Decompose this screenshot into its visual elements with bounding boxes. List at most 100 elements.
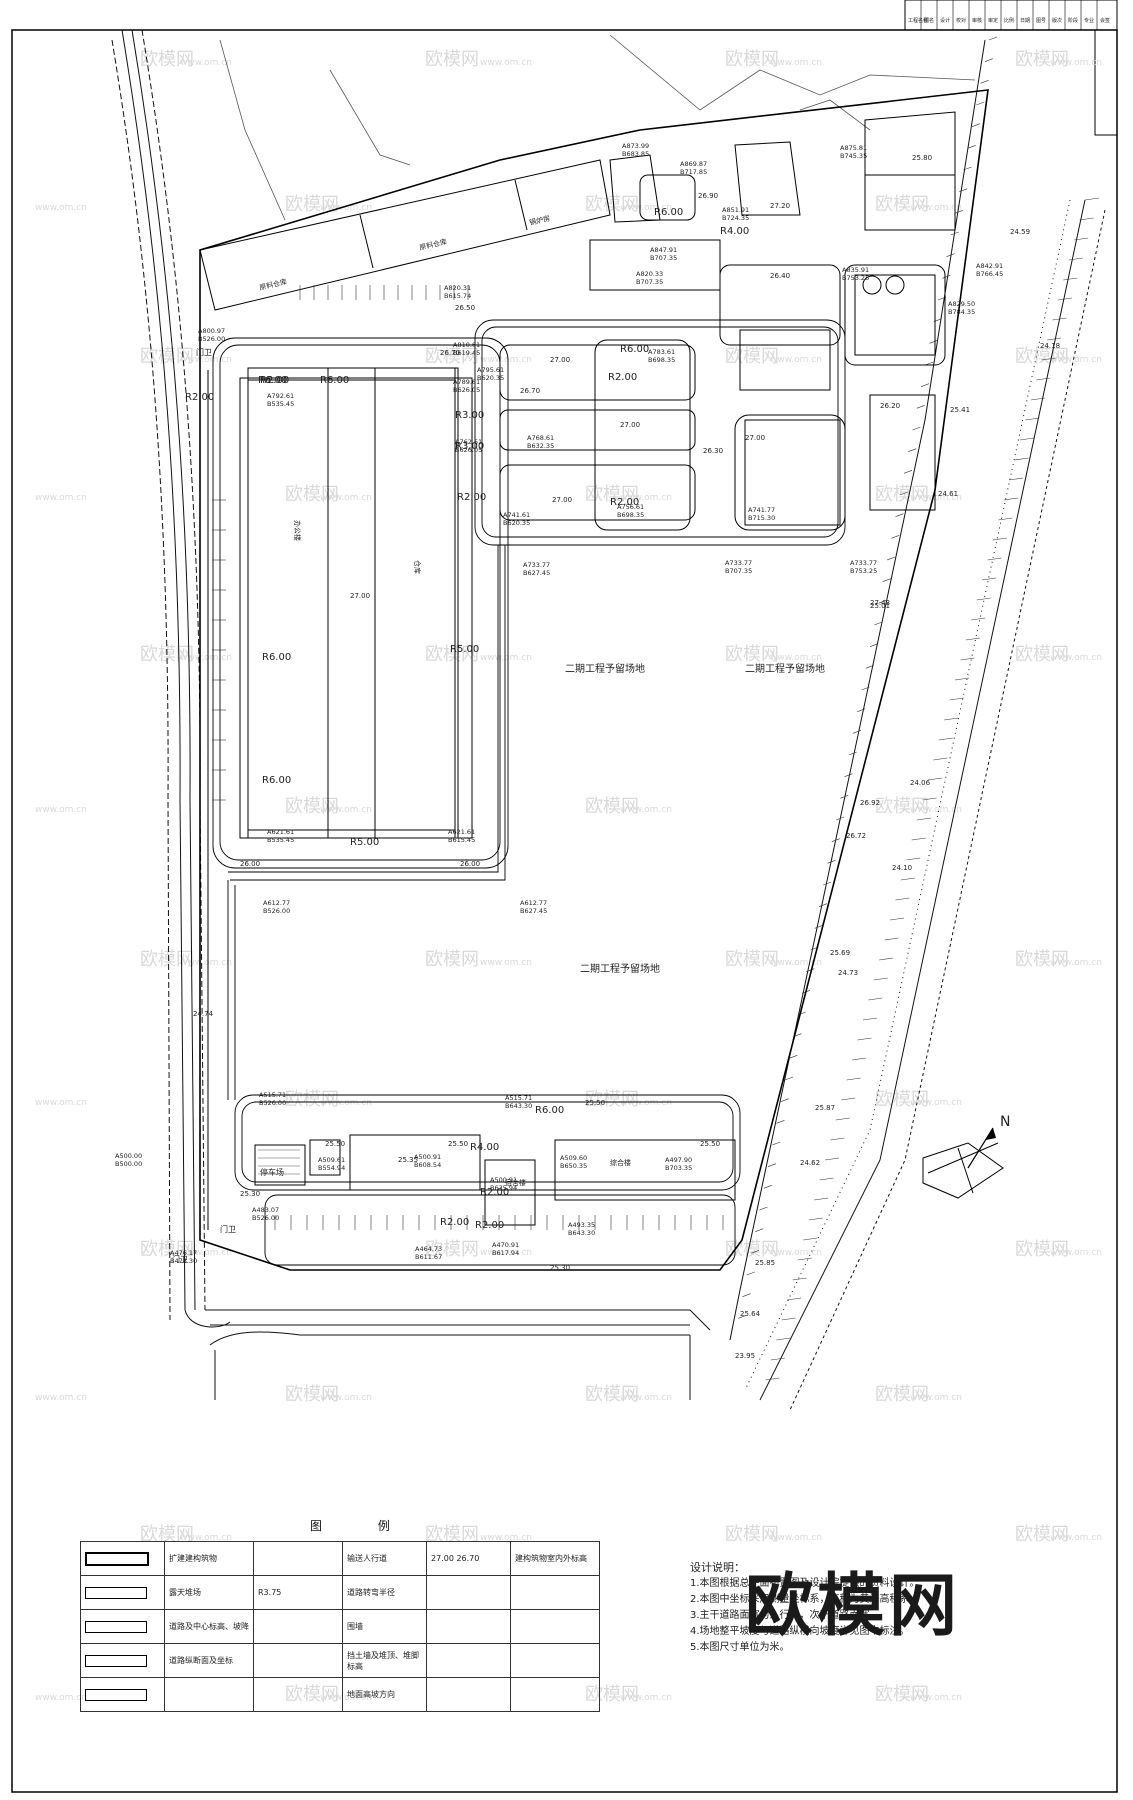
hatch-mark — [906, 857, 921, 861]
elevation-label: 24.62 — [800, 1159, 820, 1167]
watermark-text: 欧模网 — [425, 1524, 479, 1545]
hatch-mark — [980, 80, 989, 84]
hatch-mark — [889, 917, 905, 921]
note-item: 4.场地整平坡度与道路纵横向坡度详见图中标注。 — [690, 1626, 910, 1637]
hatch-mark — [797, 1011, 806, 1016]
legend-label — [510, 1609, 600, 1644]
hatch-mark — [1052, 317, 1067, 321]
coordinate-a: A795.61 — [477, 366, 504, 374]
title-block-cell: 审定 — [988, 17, 998, 24]
hatch-mark — [787, 1297, 802, 1301]
hatch-mark — [824, 1157, 840, 1161]
watermark-url: www.om.cn — [910, 1098, 962, 1108]
coordinate-a: A483.07 — [252, 1206, 279, 1214]
hatch-mark — [927, 777, 942, 781]
radius-label: R6.00 — [620, 344, 649, 355]
coordinate-b: B615.45 — [448, 836, 475, 844]
elevation-label: 23.95 — [735, 1352, 755, 1360]
hatch-mark — [895, 513, 904, 517]
hatch-mark — [908, 448, 917, 452]
bottom-buildings — [254, 1134, 736, 1226]
hatch-mark — [900, 877, 915, 881]
elevation-label: 26.30 — [703, 447, 723, 455]
watermark-text: 欧模网 — [585, 1384, 639, 1405]
legend-row: 道路纵断面及坐标挡土墙及堆顶、堆脚标高 — [80, 1643, 600, 1678]
watermark-url: www.om.cn — [35, 493, 87, 503]
legend-label — [164, 1677, 254, 1712]
hatch-mark — [776, 1337, 791, 1341]
hatch-mark — [891, 535, 900, 539]
watermark-text: 欧模网 — [875, 1089, 929, 1110]
elevation-label: 26.92 — [860, 799, 880, 807]
watermark-text: 欧模网 — [140, 346, 194, 367]
elevation-label: 27.00 — [552, 496, 572, 504]
hatch-mark — [865, 665, 874, 669]
hatch-mark — [886, 556, 896, 561]
elevation-label: 27.20 — [770, 202, 790, 210]
hatch-mark — [742, 1293, 751, 1297]
hatch-mark — [988, 36, 998, 41]
hatch-mark — [874, 621, 883, 626]
coordinate-a: A847.91 — [650, 246, 677, 254]
watermark-text: 欧模网 — [585, 484, 639, 505]
coordinate-b: B611.67 — [415, 1253, 442, 1261]
coordinate-a: A741.77 — [748, 506, 775, 514]
coordinate-b: B698.35 — [617, 511, 644, 519]
terrain-lines — [219, 34, 976, 221]
building-label: 锅炉房 — [528, 213, 550, 226]
watermark-text: 欧模网 — [1015, 1524, 1069, 1545]
coordinate-a: A733.77 — [523, 561, 550, 569]
coordinate-b: B526.00 — [263, 907, 290, 915]
hatch-mark — [1019, 437, 1035, 441]
coordinate-a: A464.73 — [415, 1245, 442, 1253]
hatch-mark — [750, 1250, 760, 1254]
elevation-label: 24.06 — [910, 779, 931, 787]
coordinate-b: B683.85 — [622, 150, 649, 158]
watermark-text: 欧模网 — [875, 1684, 929, 1705]
watermark-text: 欧模网 — [425, 949, 479, 970]
watermark-url: www.om.cn — [1050, 58, 1102, 68]
elevation-label: 26.70 — [520, 387, 540, 395]
coordinate-a: A820.31 — [444, 284, 471, 292]
watermark-text: 欧模网 — [425, 644, 479, 665]
elevation-label: 25.50 — [700, 1140, 720, 1148]
watermark-text: 欧模网 — [585, 796, 639, 817]
coordinate-b: B526.00 — [259, 1099, 286, 1107]
watermark-url: www.om.cn — [320, 1393, 372, 1403]
coordinate-a: A509.61 — [318, 1156, 345, 1164]
radius-label: R2.00 — [440, 1217, 469, 1228]
main-factory — [239, 367, 473, 839]
hatch-mark — [1047, 337, 1062, 341]
title-block-cell: 专业 — [1084, 17, 1094, 24]
title-block-cell: 会签 — [1100, 17, 1110, 24]
coordinate-b: B627.45 — [523, 569, 550, 577]
watermark-url: www.om.cn — [180, 355, 232, 365]
radius-label: R2.00 — [260, 375, 289, 386]
hatch-mark — [884, 937, 899, 941]
coordinate-a: A789.61 — [453, 378, 480, 386]
watermark-url: www.om.cn — [180, 1248, 232, 1258]
coordinate-b: B615.74 — [444, 292, 471, 300]
watermark-url: www.om.cn — [35, 1098, 87, 1108]
watermark-text: 欧模网 — [1015, 949, 1069, 970]
watermark-url: www.om.cn — [35, 1693, 87, 1703]
hatch-mark — [792, 1277, 807, 1281]
coordinate-b: B535.45 — [267, 836, 294, 844]
hatch-mark — [772, 1141, 781, 1146]
elevation-label: 24.59 — [1010, 228, 1030, 236]
hatch-mark — [738, 1315, 747, 1319]
elevation-label: 26.72 — [846, 832, 866, 840]
coordinate-a: A500.91 — [414, 1153, 441, 1161]
coordinate-a: A768.61 — [527, 434, 554, 442]
coordinate-a: A515.71 — [505, 1094, 532, 1102]
coordinate-a: A612.77 — [520, 899, 547, 907]
elevation-labels: 27.0027.0027.0027.0027.0027.2025.8026.90… — [193, 154, 1060, 1360]
watermark-text: 欧模网 — [140, 949, 194, 970]
coordinate-b: B635.94 — [490, 1184, 517, 1192]
watermark-url: www.om.cn — [480, 1533, 532, 1543]
radius-label: R2.00 — [480, 1187, 509, 1198]
hatch-mark — [963, 166, 972, 171]
legend-symbol — [80, 1677, 165, 1712]
coordinate-b: B698.35 — [648, 356, 675, 364]
hatch-mark — [965, 637, 980, 641]
